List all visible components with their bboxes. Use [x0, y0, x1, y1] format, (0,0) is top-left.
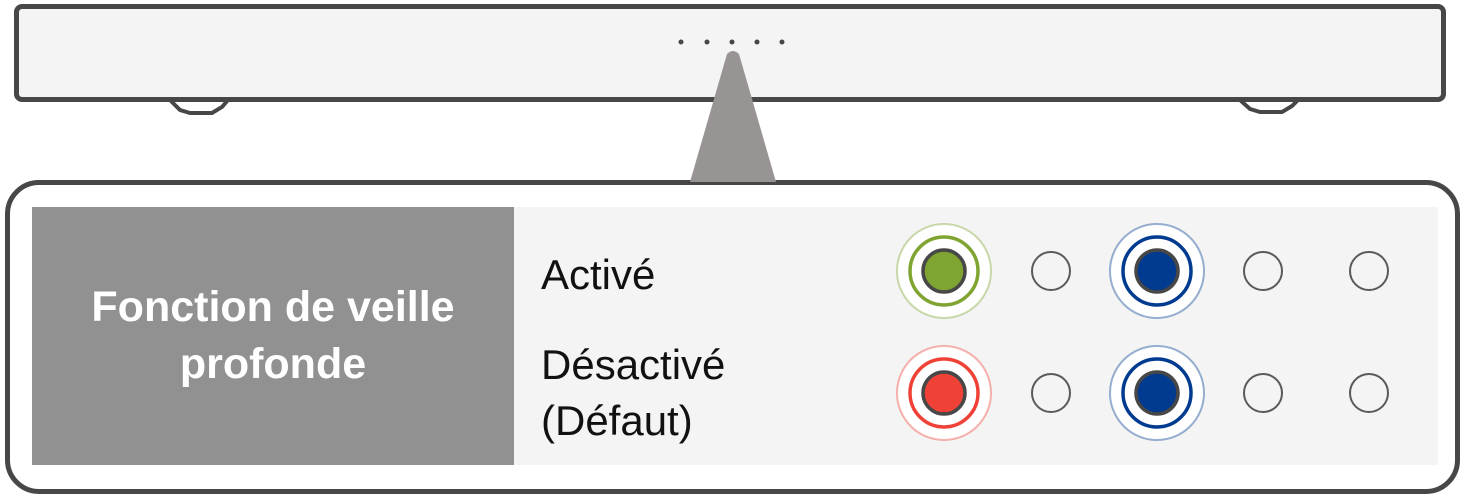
led-off-icon — [1243, 373, 1283, 413]
led-off-icon — [1349, 251, 1389, 291]
led-blue-icon — [1109, 345, 1205, 441]
indicator-dot — [779, 39, 785, 45]
led-red-icon — [896, 345, 992, 441]
option-line: Activé — [541, 251, 656, 298]
option-line: (Défaut) — [541, 397, 693, 444]
label-line: profonde — [179, 340, 367, 388]
led-green-icon — [896, 223, 992, 319]
option-line: Désactivé — [541, 341, 726, 388]
led-off-icon — [1243, 251, 1283, 291]
option-enabled-label: Activé — [541, 247, 655, 303]
led-off-icon — [1349, 373, 1389, 413]
led-off-icon — [1031, 251, 1071, 291]
option-disabled-label: Désactivé (Défaut) — [541, 337, 725, 449]
led-off-icon — [1031, 373, 1071, 413]
indicator-dot — [754, 39, 760, 45]
indicator-dot — [678, 39, 684, 45]
led-blue-icon — [1109, 223, 1205, 319]
indicator-dot — [729, 39, 735, 45]
indicator-dot — [704, 39, 710, 45]
deep-standby-label-box: Fonction de veille profonde — [32, 207, 514, 465]
label-line: Fonction de veille — [91, 283, 455, 331]
deep-standby-label: Fonction de veille profonde — [91, 279, 454, 393]
